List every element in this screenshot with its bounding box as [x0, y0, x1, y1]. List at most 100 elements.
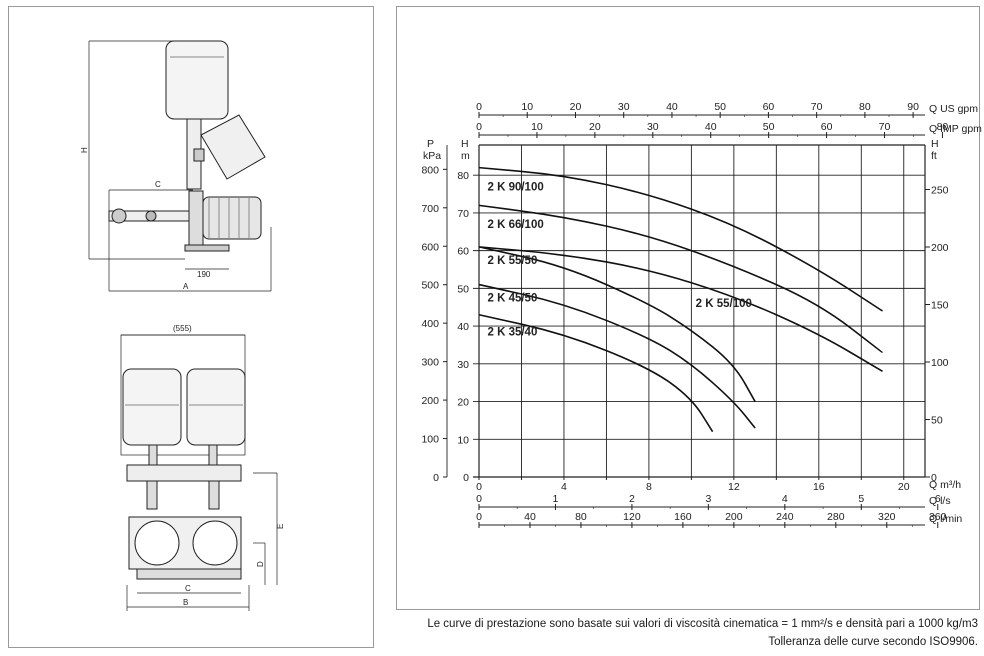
- series-curve-1: [478, 204, 884, 354]
- q-lmin-tick-label: 280: [827, 511, 845, 523]
- kpa-axis-label: P: [427, 138, 434, 150]
- q-lmin-tick-label: 40: [524, 511, 536, 523]
- m-tick-label: 70: [457, 208, 469, 220]
- expansion-tank: [165, 40, 229, 120]
- kpa-axis-unit: kPa: [423, 150, 441, 162]
- q-us-gpm-tick-label: 50: [714, 101, 726, 113]
- dim-label-555: (555): [173, 324, 192, 333]
- discharge-manifold: [126, 464, 242, 482]
- q-lmin-tick-label: 360: [929, 511, 947, 523]
- chart-series: [478, 166, 884, 433]
- series-curve-5: [478, 313, 714, 433]
- q-ls-tick-label: 0: [476, 493, 482, 505]
- q-imp-gpm-tick-label: 20: [589, 121, 601, 133]
- m-tick-label: 40: [457, 321, 469, 333]
- q-m3h-tick-label: 12: [728, 481, 740, 493]
- dim-label-D: D: [256, 561, 265, 567]
- series-label-5: 2 K 35/40: [487, 327, 537, 339]
- footnote-viscosity: Le curve di prestazione sono basate sui …: [427, 618, 978, 630]
- pump-right: [192, 520, 238, 566]
- q-ls-tick-label: 2: [629, 493, 635, 505]
- expansion-tank-right: [186, 368, 246, 446]
- dim-label-E: E: [276, 524, 285, 529]
- m-tick-label: 10: [457, 434, 469, 446]
- q-lmin-tick-label: 0: [476, 511, 482, 523]
- series-curve-2: [478, 246, 883, 373]
- suction-valve: [111, 208, 127, 224]
- ft-axis-label: H: [931, 138, 939, 150]
- series-label-3: 2 K 55/50: [487, 255, 537, 267]
- pressure-switch: [193, 148, 205, 162]
- ft-tick-label: 250: [931, 185, 949, 197]
- expansion-tank-left: [122, 368, 182, 446]
- ft-tick-label: 50: [931, 415, 943, 427]
- q-imp-gpm-label: Q IMP gpm: [929, 123, 982, 135]
- kpa-tick-label: 200: [421, 395, 439, 407]
- q-lmin-tick-label: 80: [575, 511, 587, 523]
- q-us-gpm-label: Q US gpm: [929, 103, 978, 115]
- q-lmin-tick-label: 200: [725, 511, 743, 523]
- q-us-gpm-tick-label: 90: [907, 101, 919, 113]
- series-curve-4: [478, 283, 756, 429]
- series-label-2: 2 K 55/100: [696, 298, 752, 310]
- q-us-gpm-tick-label: 10: [521, 101, 533, 113]
- q-imp-gpm-tick-label: 70: [879, 121, 891, 133]
- chart-grid: [473, 144, 926, 478]
- q-lmin-label: Q l/min: [929, 513, 962, 525]
- dim-label-B: B: [183, 598, 188, 607]
- ft-tick-label: 0: [931, 472, 937, 484]
- m-tick-label: 80: [457, 170, 469, 182]
- m-axis-label: H: [461, 138, 469, 150]
- dimension-drawing-panel: H C 190 A (555) E D C B: [8, 6, 374, 648]
- dim-label-190: 190: [197, 270, 211, 279]
- kpa-tick-label: 600: [421, 241, 439, 253]
- series-curve-0: [478, 166, 883, 312]
- dim-label-H: H: [80, 147, 89, 153]
- side-view: [88, 40, 272, 292]
- pump-curve-chart: 01020304050607080Hm010020030040050060070…: [421, 101, 982, 528]
- ft-tick-label: 150: [931, 300, 949, 312]
- dim-label-A: A: [183, 282, 189, 291]
- q-ls-label: Q l/s: [929, 495, 951, 507]
- q-imp-gpm-tick-label: 40: [705, 121, 717, 133]
- check-valve: [145, 210, 157, 222]
- pump-dimension-drawing: H C 190 A (555) E D C B: [80, 40, 285, 611]
- m-tick-label: 0: [463, 472, 469, 484]
- kpa-tick-label: 500: [421, 280, 439, 292]
- q-us-gpm-tick-label: 30: [618, 101, 630, 113]
- kpa-tick-label: 0: [433, 472, 439, 484]
- q-imp-gpm-tick-label: 50: [763, 121, 775, 133]
- q-imp-gpm-tick-label: 0: [476, 121, 482, 133]
- series-curve-3: [478, 246, 756, 402]
- dim-label-C-bottom: C: [185, 584, 191, 593]
- q-imp-gpm-tick-label: 60: [821, 121, 833, 133]
- q-us-gpm-tick-label: 0: [476, 101, 482, 113]
- q-m3h-tick-label: 4: [561, 481, 567, 493]
- q-ls-tick-label: 1: [553, 493, 559, 505]
- q-m3h-tick-label: 16: [813, 481, 825, 493]
- q-us-gpm-tick-label: 60: [763, 101, 775, 113]
- m-tick-label: 60: [457, 246, 469, 258]
- m-tick-label: 50: [457, 283, 469, 295]
- q-imp-gpm-tick-label: 80: [937, 121, 949, 133]
- base-frame: [136, 568, 242, 580]
- series-label-4: 2 K 45/50: [487, 293, 537, 305]
- ft-axis-unit: ft: [931, 150, 937, 162]
- control-panel: [200, 114, 266, 180]
- footnote-tolerance: Tolleranza delle curve secondo ISO9906.: [768, 636, 978, 648]
- q-lmin-tick-label: 320: [878, 511, 896, 523]
- q-imp-gpm-tick-label: 10: [531, 121, 543, 133]
- q-m3h-tick-label: 8: [646, 481, 652, 493]
- q-us-gpm-tick-label: 70: [811, 101, 823, 113]
- m-tick-label: 30: [457, 359, 469, 371]
- q-ls-tick-label: 4: [782, 493, 788, 505]
- q-ls-tick-label: 6: [935, 493, 941, 505]
- q-us-gpm-tick-label: 80: [859, 101, 871, 113]
- ft-tick-label: 100: [931, 357, 949, 369]
- q-m3h-label: Q m³/h: [929, 479, 961, 491]
- series-label-0: 2 K 90/100: [487, 181, 543, 193]
- pump-body: [188, 190, 204, 246]
- dim-label-C-top: C: [155, 180, 161, 189]
- q-us-gpm-tick-label: 20: [570, 101, 582, 113]
